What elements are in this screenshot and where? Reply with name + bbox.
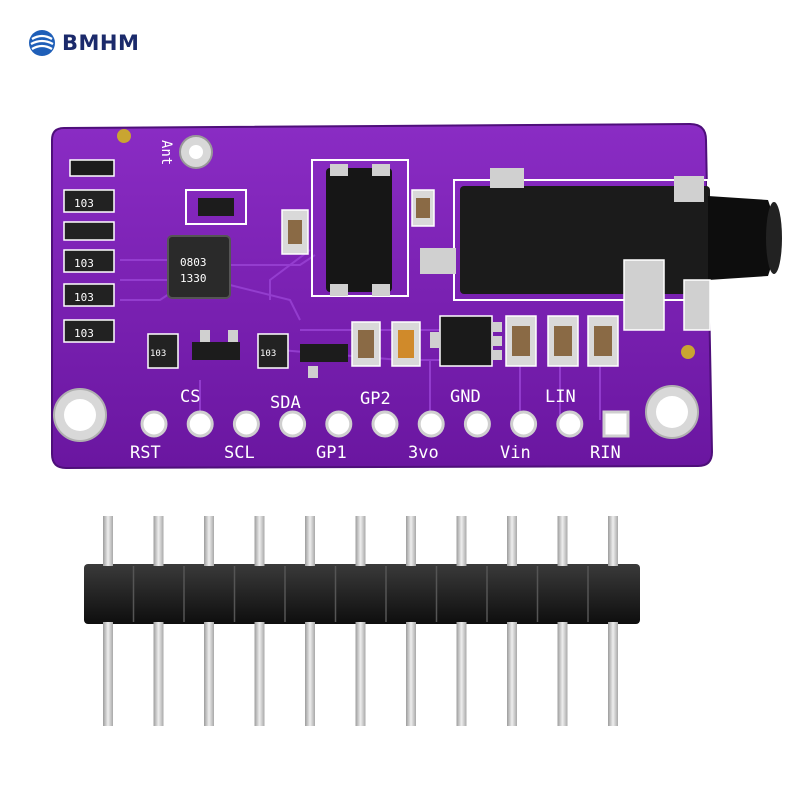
header-pin-top: [608, 516, 618, 566]
header-pad: [371, 410, 399, 438]
antenna-pad: [179, 135, 213, 169]
header-pin-bottom: [355, 622, 366, 726]
brand-name: BMHM: [62, 31, 140, 55]
header-pin-bottom: [456, 622, 467, 726]
header-pin-top: [204, 516, 214, 566]
pin-label-cs: CS: [180, 387, 200, 407]
header-pad: [232, 410, 260, 438]
pin-label-vin: Vin: [500, 443, 531, 463]
header-pad: [186, 410, 214, 438]
ic-mark: 1330: [180, 272, 207, 285]
smd-capacitors: [281, 189, 619, 367]
header-pin-bottom: [557, 622, 568, 726]
header-pad: [140, 410, 168, 438]
header-pin-top: [103, 516, 113, 566]
header-pin-top: [254, 516, 265, 566]
pin-label-lin: LIN: [545, 387, 576, 407]
header-pin-top: [507, 516, 517, 566]
resistor-mark: 103: [74, 197, 94, 210]
header-pin-top: [355, 516, 366, 566]
header-pin-bottom: [305, 622, 315, 726]
crystal: [311, 159, 409, 297]
pin-label-scl: SCL: [224, 443, 255, 463]
watermark: BMHM: [28, 28, 139, 58]
resistor-mark: 103: [74, 327, 94, 340]
pin-label-3vo: 3vo: [408, 443, 439, 463]
ic-mark: 0803: [180, 256, 207, 269]
header-pin-bottom: [254, 622, 265, 726]
resistor-mark: 103: [150, 349, 166, 359]
header-pin-bottom: [153, 622, 164, 726]
header-pad: [279, 410, 307, 438]
header-pad: [510, 410, 538, 438]
header-pin-bottom: [608, 622, 618, 726]
resistor-mark: 103: [260, 349, 276, 359]
header-plastic: [84, 564, 640, 624]
header-pad: [556, 410, 584, 438]
antenna-label: Ant: [158, 140, 174, 165]
header-pin-top: [406, 516, 416, 566]
header-pads: [140, 410, 630, 438]
brand-logo-icon: [29, 30, 55, 56]
smd-transistors: [192, 330, 348, 378]
pin-label-gnd: GND: [450, 387, 481, 407]
header-pin-bottom: [406, 622, 416, 726]
pin-labels-bottom: RST SCL GP1 3vo Vin RIN: [130, 443, 621, 463]
resistor-mark: 103: [74, 257, 94, 270]
header-pin-top: [305, 516, 315, 566]
smd-components-left: [63, 159, 289, 369]
header-pin-top: [456, 516, 467, 566]
header-pin-bottom: [507, 622, 517, 726]
mounting-hole-left: [53, 388, 107, 442]
pin-label-rin: RIN: [590, 443, 621, 463]
gold-pad: [117, 129, 131, 143]
header-pin-top: [153, 516, 164, 566]
header-pin-bottom: [103, 622, 113, 726]
header-pad: [417, 410, 445, 438]
pin-label-gp2: GP2: [360, 389, 391, 409]
pin-label-sda: SDA: [270, 393, 301, 413]
pin-label-gp1: GP1: [316, 443, 347, 463]
fm-transmitter-ic: [167, 235, 231, 299]
pin-header-strip: [84, 516, 640, 726]
component-outline: [185, 189, 247, 225]
transistor: [198, 198, 234, 216]
mounting-hole-right: [645, 385, 699, 439]
audio-jack: [420, 168, 782, 331]
header-pad: [602, 410, 630, 438]
gold-pad: [681, 345, 695, 359]
resistor-mark: 103: [74, 291, 94, 304]
header-pin-top: [557, 516, 568, 566]
pin-label-rst: RST: [130, 443, 161, 463]
voltage-regulator: [430, 315, 502, 367]
header-pad: [325, 410, 353, 438]
pin-labels-top: CS SDA GP2 GND LIN: [180, 387, 576, 413]
header-pin-bottom: [204, 622, 214, 726]
header-pad: [463, 410, 491, 438]
